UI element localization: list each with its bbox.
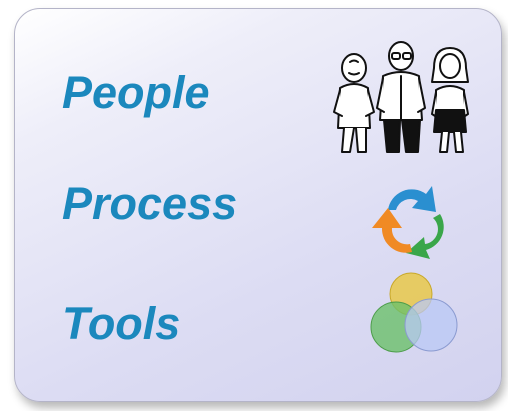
arrow-orange bbox=[372, 208, 412, 253]
person-middle-figure bbox=[376, 41, 426, 121]
person-left-figure bbox=[333, 53, 375, 153]
label-people: People bbox=[62, 67, 210, 118]
arrow-blue bbox=[388, 186, 436, 212]
label-process: Process bbox=[62, 178, 238, 229]
cycle-arrows-icon bbox=[372, 186, 444, 259]
venn-circles-icon bbox=[370, 272, 458, 353]
people-figures-icon bbox=[333, 41, 469, 153]
arrow-green bbox=[406, 214, 444, 259]
venn-circle-blue bbox=[404, 298, 458, 352]
person-right-figure bbox=[431, 47, 469, 119]
label-tools: Tools bbox=[62, 298, 181, 349]
